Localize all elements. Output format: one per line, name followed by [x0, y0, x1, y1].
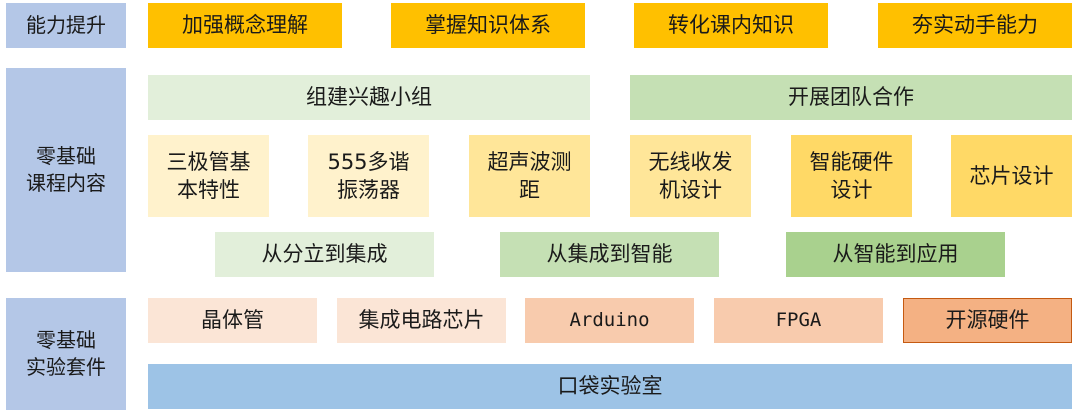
- course-topic-label: 三极管基 本特性: [166, 149, 251, 202]
- category-kit: 零基础 实验套件: [6, 298, 126, 410]
- ability-item-label: 加强概念理解: [182, 13, 308, 38]
- course-progression: 从智能到应用: [786, 232, 1005, 277]
- kit-item-label: Arduino: [569, 308, 650, 331]
- course-group-team: 开展团队合作: [630, 75, 1072, 120]
- course-topic: 芯片设计: [951, 135, 1072, 217]
- course-topic: 555多谐 振荡器: [308, 135, 429, 217]
- kit-item: 晶体管: [148, 298, 317, 343]
- kit-item-label: 集成电路芯片: [358, 308, 485, 333]
- course-topic-label: 无线收发 机设计: [648, 149, 733, 202]
- ability-item: 加强概念理解: [148, 3, 342, 48]
- category-kit-label: 零基础 实验套件: [26, 328, 106, 379]
- course-progression-label: 从集成到智能: [546, 242, 673, 267]
- ability-item-label: 夯实动手能力: [912, 13, 1038, 38]
- course-topic: 无线收发 机设计: [630, 135, 751, 217]
- kit-item-label: 晶体管: [201, 308, 264, 333]
- category-ability: 能力提升: [6, 3, 126, 48]
- ability-item-label: 掌握知识体系: [425, 13, 551, 38]
- kit-item: FPGA: [714, 298, 883, 343]
- kit-item-label: FPGA: [775, 308, 822, 331]
- ability-item: 夯实动手能力: [878, 3, 1072, 48]
- category-course: 零基础 课程内容: [6, 68, 126, 272]
- kit-item-label: 开源硬件: [945, 308, 1030, 333]
- course-topic: 超声波测 距: [469, 135, 590, 217]
- course-group-label: 组建兴趣小组: [306, 85, 432, 110]
- ability-item: 掌握知识体系: [391, 3, 585, 48]
- course-topic: 三极管基 本特性: [148, 135, 269, 217]
- kit-platform: 口袋实验室: [148, 364, 1072, 409]
- course-progression: 从分立到集成: [215, 232, 434, 277]
- category-ability-label: 能力提升: [26, 13, 106, 37]
- course-group-interest: 组建兴趣小组: [148, 75, 590, 120]
- course-progression-label: 从智能到应用: [832, 242, 959, 267]
- course-group-label: 开展团队合作: [788, 85, 914, 110]
- ability-item: 转化课内知识: [634, 3, 828, 48]
- course-topic-label: 555多谐 振荡器: [327, 149, 410, 202]
- kit-item: 开源硬件: [903, 298, 1072, 343]
- kit-item: 集成电路芯片: [337, 298, 506, 343]
- course-topic-label: 智能硬件 设计: [809, 149, 894, 202]
- course-topic-label: 超声波测 距: [487, 149, 572, 202]
- course-progression: 从集成到智能: [500, 232, 719, 277]
- kit-item: Arduino: [525, 298, 694, 343]
- course-topic-label: 芯片设计: [969, 163, 1054, 188]
- course-topic: 智能硬件 设计: [791, 135, 912, 217]
- ability-item-label: 转化课内知识: [668, 13, 794, 38]
- course-progression-label: 从分立到集成: [261, 242, 388, 267]
- kit-platform-label: 口袋实验室: [557, 374, 663, 399]
- category-course-label: 零基础 课程内容: [26, 144, 106, 195]
